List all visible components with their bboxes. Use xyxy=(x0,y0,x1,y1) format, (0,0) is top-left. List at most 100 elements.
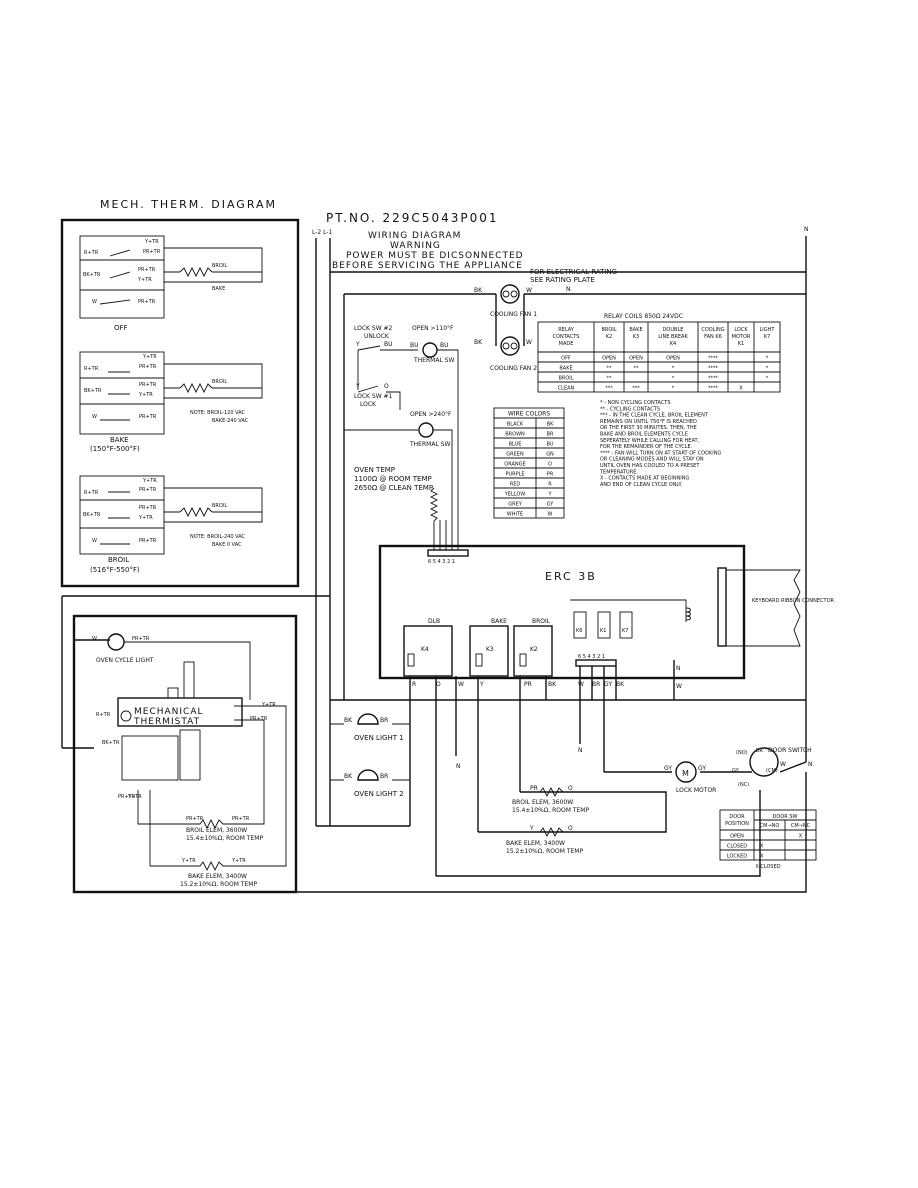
relay-note-line: TEMPERATURE. xyxy=(599,469,638,475)
svg-text:DOOR SWITCH: DOOR SWITCH xyxy=(768,747,812,754)
svg-text:BK+TR: BK+TR xyxy=(84,388,102,394)
mech-therm-title: MECH. THERM. DIAGRAM xyxy=(100,198,277,211)
svg-text:BAKE: BAKE xyxy=(212,286,225,292)
relay-table-header: LOCK xyxy=(734,327,748,333)
svg-text:15.4±10%Ω, ROOM TEMP: 15.4±10%Ω, ROOM TEMP xyxy=(512,807,589,814)
svg-text:K3: K3 xyxy=(486,646,494,653)
wire-color-name: YELLOW xyxy=(504,492,526,498)
relay-table-cell: OPEN xyxy=(629,356,643,362)
svg-text:LOCK SW #1: LOCK SW #1 xyxy=(354,393,393,400)
relay-table-cell: * xyxy=(672,386,675,392)
svg-text:DLB: DLB xyxy=(428,618,440,625)
wire-color-code: O xyxy=(548,462,552,468)
relay-note-line: OR CLEANING MODES AND WILL STAY ON xyxy=(600,457,704,463)
oven-temp-sensor: OVEN TEMP 1100Ω @ ROOM TEMP 2650Ω @ CLEA… xyxy=(354,466,469,565)
svg-text:Y+TR: Y+TR xyxy=(142,478,157,484)
svg-text:THERMAL SW: THERMAL SW xyxy=(409,441,450,448)
svg-text:PR+TR: PR+TR xyxy=(139,487,157,493)
svg-text:THERMISTAT: THERMISTAT xyxy=(133,717,200,727)
relay-table-header: LINE BREAK xyxy=(658,334,688,340)
mech-off-label: OFF xyxy=(114,324,128,332)
relay-table-cell: * xyxy=(672,376,675,382)
svg-text:BROIL: BROIL xyxy=(532,618,551,625)
svg-text:BU: BU xyxy=(440,342,449,349)
wire-color-code: W xyxy=(548,512,553,518)
svg-text:BK: BK xyxy=(344,717,353,724)
wire-color-name: BLUE xyxy=(509,442,522,448)
relay-table-header: CONTACTS xyxy=(553,334,580,340)
relay-table-header: BAKE xyxy=(629,327,642,333)
door-table-header: DOOR xyxy=(729,814,745,820)
oven-light-1: BK BR OVEN LIGHT 1 xyxy=(330,713,410,742)
svg-text:W: W xyxy=(780,761,786,768)
relay-note-line: ** - CYCLING CONTACTS xyxy=(600,406,660,412)
svg-text:PR+TR: PR+TR xyxy=(138,299,156,305)
svg-text:PR+TR: PR+TR xyxy=(139,538,157,544)
door-table-col: CM→NC xyxy=(791,823,811,829)
svg-text:N: N xyxy=(676,665,681,672)
svg-text:BK: BK xyxy=(344,773,353,780)
thermal-switch-1 xyxy=(422,342,438,358)
door-table-legend: X-CLOSED xyxy=(755,864,780,870)
svg-text:15.2±10%Ω, ROOM TEMP: 15.2±10%Ω, ROOM TEMP xyxy=(180,881,257,888)
svg-text:N: N xyxy=(456,763,461,770)
svg-text:GY: GY xyxy=(732,768,740,774)
relay-note-line: SEPERATELY WHILE CALLING FOR HEAT, xyxy=(600,438,700,444)
svg-text:NOTE: BROIL-120 VAC: NOTE: BROIL-120 VAC xyxy=(190,410,246,416)
svg-text:BR: BR xyxy=(380,773,388,780)
lock-switches: LOCK SW #2 UNLOCK Y BU OPEN >110°F BU BU… xyxy=(344,325,459,550)
svg-text:1100Ω @ ROOM TEMP: 1100Ω @ ROOM TEMP xyxy=(354,475,432,483)
svg-text:K2: K2 xyxy=(530,646,538,653)
relay-table-cell: OPEN xyxy=(602,356,616,362)
warning-label: WARNING xyxy=(390,241,441,251)
svg-text:KEYBOARD RIBBON CONNECTOR: KEYBOARD RIBBON CONNECTOR xyxy=(752,598,835,604)
svg-text:PR: PR xyxy=(524,681,532,688)
relay-table-header: RELAY xyxy=(558,327,575,333)
relay-table-header: K1 xyxy=(738,341,744,347)
svg-text:NOTE: BROIL-240 VAC: NOTE: BROIL-240 VAC xyxy=(190,534,246,540)
door-table-cell: X xyxy=(799,834,803,840)
relay-table-cell: ** xyxy=(607,376,613,382)
relay-note-line: AND END OF CLEAN CYCLE ONLY. xyxy=(600,482,683,488)
svg-text:BK: BK xyxy=(474,339,483,346)
relay-table-header: K3 xyxy=(633,334,639,340)
svg-text:W: W xyxy=(526,339,532,346)
erc-output-wires xyxy=(409,660,807,877)
before-servicing: BEFORE SERVICING THE APPLIANCE xyxy=(332,261,523,271)
mech-broil-range: (516°F-550°F) xyxy=(90,566,140,574)
relay-table-cell: ** xyxy=(607,366,613,372)
relay-table-cell: * xyxy=(672,366,675,372)
svg-text:6 5 4 3 2 1: 6 5 4 3 2 1 xyxy=(578,654,605,660)
door-table-frame xyxy=(719,809,817,861)
wire-color-name: GREY xyxy=(508,502,523,508)
relay-table-cell: **** xyxy=(708,386,719,392)
svg-text:PR+TR: PR+TR xyxy=(143,249,161,255)
svg-text:OPEN >240°F: OPEN >240°F xyxy=(410,411,452,418)
relay-table-cell: * xyxy=(766,356,769,362)
svg-text:BU: BU xyxy=(384,341,393,348)
relay-table-header: FAN K6 xyxy=(704,334,722,340)
thermal-switch-2 xyxy=(418,422,434,438)
relay-k1 xyxy=(597,611,611,639)
relay-table-cell: * xyxy=(766,366,769,372)
relay-table-header: LIGHT xyxy=(760,327,776,333)
svg-text:W: W xyxy=(458,681,464,688)
cooling-fan-1: BK W COOLING FAN 1 xyxy=(474,284,537,318)
wire-color-name: BROWN xyxy=(505,432,525,438)
relay-notes: * - NON CYCLING CONTACTS** - CYCLING CON… xyxy=(599,400,721,488)
wire-color-code: BU xyxy=(546,442,553,448)
relay-note-line: BAKE AND BROIL ELEMENTS CYCLE xyxy=(600,432,688,438)
wire-color-name: RED xyxy=(510,482,521,488)
l-labels: L-2 L-1 xyxy=(312,229,333,236)
relay-table-frame xyxy=(537,321,781,393)
svg-text:BAKE ELEM, 3400W: BAKE ELEM, 3400W xyxy=(188,873,247,880)
svg-text:BK: BK xyxy=(548,681,557,688)
svg-text:BROIL ELEM, 3600W: BROIL ELEM, 3600W xyxy=(186,827,247,834)
relay-table-cell: *** xyxy=(632,386,640,392)
mech-broil-label: BROIL xyxy=(108,556,129,564)
relay-k4 xyxy=(403,625,453,677)
svg-text:Y+TR: Y+TR xyxy=(181,858,196,864)
svg-text:BK+TR: BK+TR xyxy=(102,740,120,746)
svg-text:BROIL: BROIL xyxy=(212,503,227,509)
